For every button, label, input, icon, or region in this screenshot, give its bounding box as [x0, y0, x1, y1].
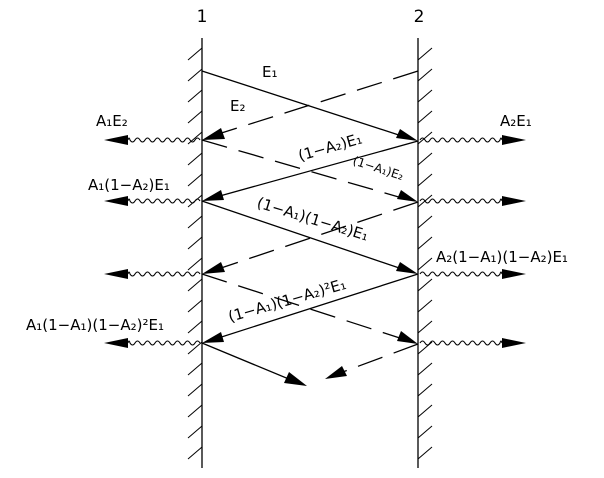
wavy-arrow-left: [127, 198, 201, 204]
hatch-mark: [187, 89, 203, 103]
hatch-mark: [187, 215, 203, 229]
arrowhead: [397, 190, 418, 202]
arrowhead: [284, 372, 307, 386]
arrowhead: [396, 262, 418, 274]
hatch-mark: [417, 278, 433, 292]
arrowhead: [104, 269, 128, 279]
wavy-arrow-right: [419, 137, 503, 143]
label-e1: E₁: [262, 63, 278, 81]
hatch-mark: [187, 362, 203, 376]
hatch-mark: [417, 446, 433, 460]
hatch-mark: [187, 404, 203, 418]
ray-squared: [208, 273, 419, 342]
hatch-mark: [187, 131, 203, 145]
hatch-mark: [187, 425, 203, 439]
hatch-mark: [187, 278, 203, 292]
wavy-arrow-left: [127, 340, 201, 346]
ray-continuing: [201, 342, 297, 383]
hatch-mark: [417, 68, 433, 82]
ray-1-minus-a1-1-minus-a2-e1: [201, 200, 412, 273]
arrowhead: [202, 128, 225, 140]
arrowhead: [502, 196, 526, 206]
ray-1-minus-a2-e1: [208, 140, 419, 200]
arrowhead: [104, 338, 128, 348]
label-a1e2: A₁E₂: [96, 112, 128, 130]
wavy-arrow-left: [127, 137, 201, 143]
arrowhead: [502, 269, 526, 279]
ray-e1-incident: [201, 70, 412, 140]
label-a1-1-minus-a1-1-minus-a2-sq-e1: A₁(1−A₁)(1−A₂)²E₁: [26, 316, 164, 334]
wall-1-hatching: [187, 47, 203, 460]
arrowhead: [202, 262, 225, 274]
wavy-arrow-right: [419, 271, 503, 277]
arrowhead: [202, 190, 224, 201]
hatch-mark: [187, 47, 203, 61]
arrowhead: [104, 196, 128, 206]
arrowhead: [325, 366, 347, 379]
hatch-mark: [187, 236, 203, 250]
absorbed-energy-arrows: [104, 135, 526, 348]
hatch-mark: [417, 131, 433, 145]
hatch-mark: [187, 257, 203, 271]
hatch-mark: [417, 383, 433, 397]
arrowhead: [397, 331, 418, 344]
label-a2e1: A₂E₁: [500, 112, 532, 130]
arrowhead: [502, 135, 526, 145]
wall-1-number: 1: [197, 7, 208, 27]
hatch-mark: [187, 383, 203, 397]
label-a2-1-minus-a1-1-minus-a2-e1: A₂(1−A₁)(1−A₂)E₁: [436, 248, 568, 266]
label-1-minus-a1-e2: (1−A₁)E₂: [351, 154, 405, 184]
hatch-mark: [187, 341, 203, 355]
wavy-arrow-right: [419, 198, 503, 204]
label-squared-beam: (1−A₁)(1−A₂)²E₁: [226, 275, 348, 326]
wavy-arrow-right: [419, 340, 503, 346]
hatch-mark: [417, 152, 433, 166]
hatch-mark: [187, 299, 203, 313]
arrowhead: [104, 135, 128, 145]
arrowhead: [502, 338, 526, 348]
hatch-mark: [417, 89, 433, 103]
wall-2-number: 2: [414, 7, 425, 27]
hatch-mark: [417, 299, 433, 313]
hatch-mark: [187, 110, 203, 124]
label-e2: E₂: [230, 97, 246, 115]
hatch-mark: [187, 68, 203, 82]
label-a1-1-minus-a2-e1: A₁(1−A₂)E₁: [88, 176, 170, 194]
wall-2-hatching: [417, 47, 433, 460]
hatch-mark: [417, 236, 433, 250]
hatch-mark: [417, 110, 433, 124]
hatch-mark: [417, 404, 433, 418]
hatch-mark: [417, 173, 433, 187]
ray-e2-continuing: [339, 343, 419, 374]
hatch-mark: [417, 362, 433, 376]
hatch-mark: [417, 47, 433, 61]
hatch-mark: [417, 425, 433, 439]
hatch-mark: [187, 320, 203, 334]
hatch-mark: [187, 446, 203, 460]
label-1-minus-a1-1-minus-a2-e1: (1−A₁)(1−A₂)E₁: [255, 194, 371, 245]
hatch-mark: [417, 215, 433, 229]
hatch-mark: [417, 257, 433, 271]
arrowhead: [202, 332, 224, 343]
wavy-arrow-left: [127, 271, 201, 277]
hatch-mark: [417, 320, 433, 334]
hatch-mark: [187, 152, 203, 166]
arrowhead: [396, 129, 418, 141]
hatch-mark: [187, 173, 203, 187]
